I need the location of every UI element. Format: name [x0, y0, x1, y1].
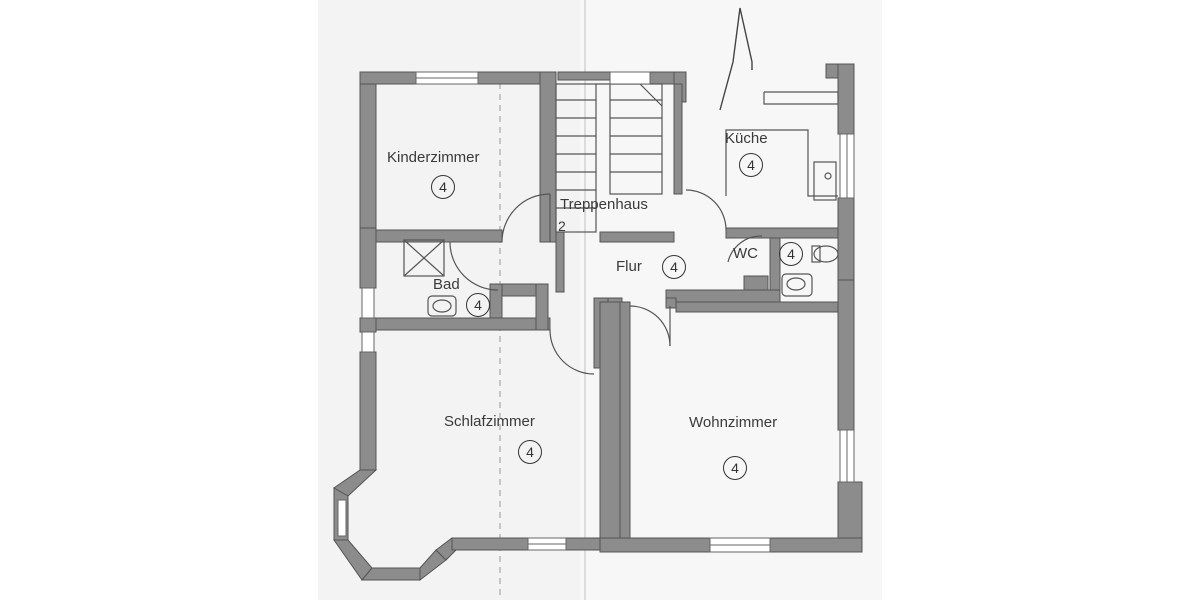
- walls: [333, 63, 863, 582]
- windows: [337, 71, 855, 553]
- room-number-flur: 4: [662, 255, 686, 279]
- room-number-treppenhaus: 2: [558, 218, 566, 234]
- room-label-wohnzimmer: Wohnzimmer: [689, 414, 778, 431]
- room-number-kueche: 4: [739, 153, 763, 177]
- room-number-wohnzimmer: 4: [723, 456, 747, 480]
- room-number-kinderzimmer: 4: [431, 175, 455, 199]
- room-label-bad: Bad: [433, 276, 460, 293]
- room-label-treppenhaus: Treppenhaus: [560, 196, 648, 213]
- room-number-bad: 4: [466, 293, 490, 317]
- room-label-flur: Flur: [616, 258, 642, 275]
- room-label-schlafzimmer: Schlafzimmer: [444, 413, 535, 430]
- room-label-kinderzimmer: Kinderzimmer: [387, 149, 480, 166]
- room-number-wc: 4: [779, 242, 803, 266]
- break-line: [719, 7, 753, 111]
- room-number-schlafzimmer: 4: [518, 440, 542, 464]
- room-label-wc: WC: [733, 245, 758, 262]
- room-label-kueche: Küche: [725, 130, 768, 147]
